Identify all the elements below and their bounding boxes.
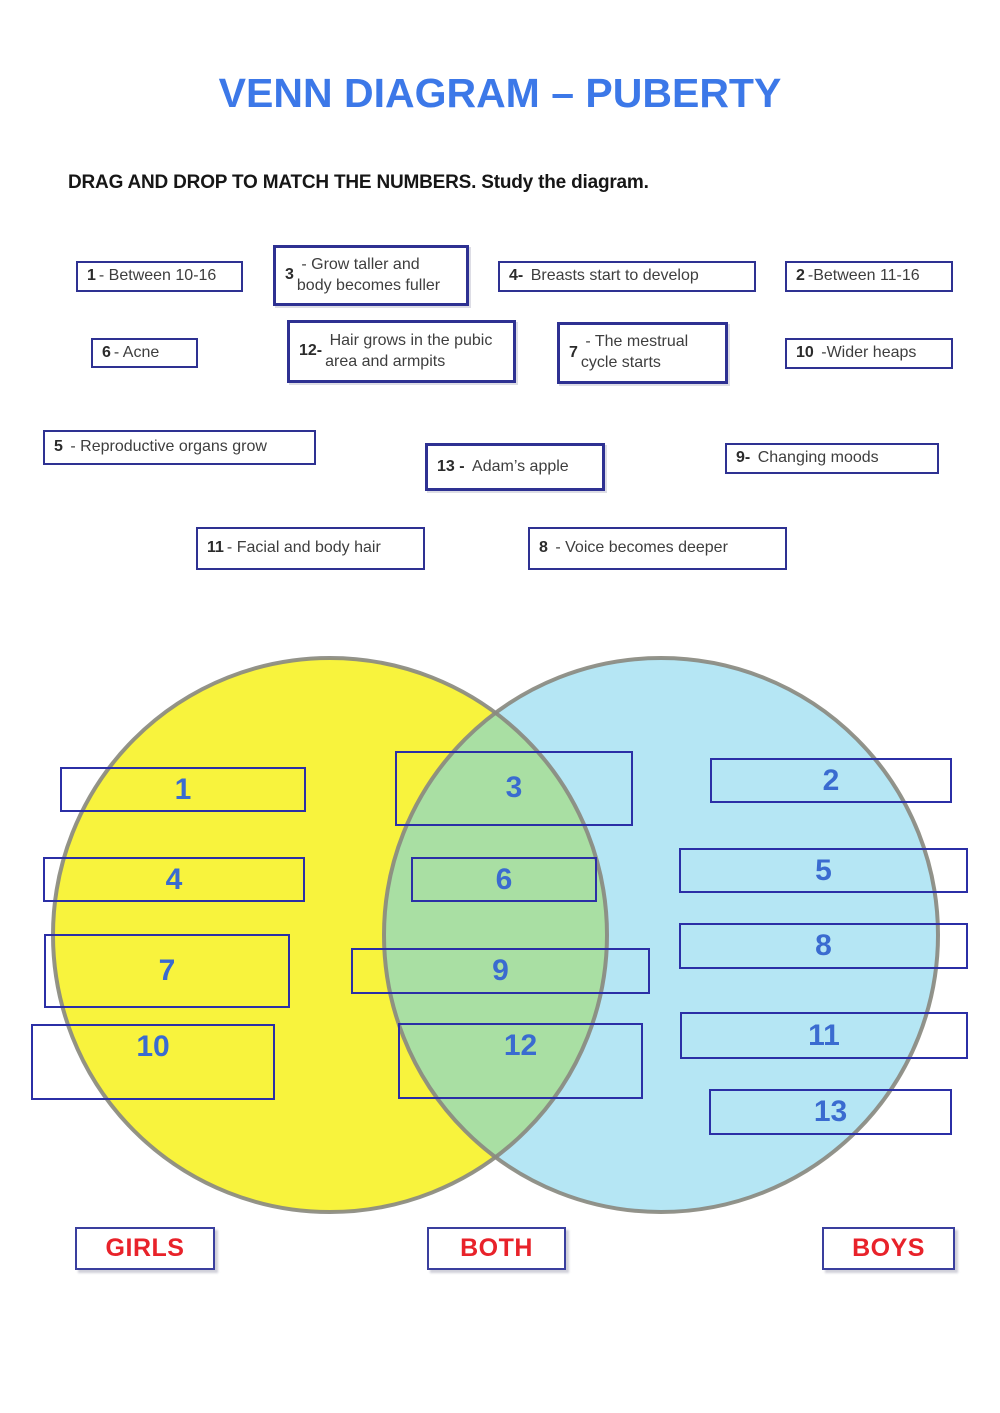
drop-box-5[interactable]: 5 bbox=[679, 848, 968, 893]
venn-diagram bbox=[51, 656, 940, 1214]
page-title: VENN DIAGRAM – PUBERTY bbox=[218, 70, 782, 116]
label-number: 7 bbox=[569, 343, 578, 361]
label-11-facial-body-hair[interactable]: 11- Facial and body hair bbox=[196, 527, 425, 570]
drop-box-11[interactable]: 11 bbox=[680, 1012, 968, 1059]
label-3-grow-taller[interactable]: 3 - Grow taller and body becomes fuller bbox=[273, 245, 469, 306]
label-number: 1 bbox=[87, 267, 96, 285]
label-number: 2 bbox=[796, 267, 805, 285]
label-8-voice-deeper[interactable]: 8 - Voice becomes deeper bbox=[528, 527, 787, 570]
label-text: Breasts start to develop bbox=[526, 267, 699, 285]
drop-box-12[interactable]: 12 bbox=[398, 1023, 643, 1099]
label-text: Hair grows in the pubic area and armpits bbox=[325, 331, 497, 370]
label-number: 11 bbox=[207, 539, 224, 557]
label-number: 13 - bbox=[437, 457, 465, 475]
label-number: 12- bbox=[299, 342, 323, 360]
label-number: 4- bbox=[509, 267, 524, 285]
label-text: Changing moods bbox=[753, 449, 879, 467]
label-7-mestrual-cycle[interactable]: 7 - The mestrual cycle starts bbox=[557, 322, 728, 384]
label-text: - The mestrual cycle starts bbox=[580, 333, 693, 371]
drop-box-1[interactable]: 1 bbox=[60, 767, 306, 812]
label-5-reproductive-organs[interactable]: 5 - Reproductive organs grow bbox=[43, 430, 316, 465]
label-13-adams-apple[interactable]: 13 - Adam’s apple bbox=[425, 443, 605, 491]
label-number: 5 bbox=[54, 438, 63, 456]
label-text: Adam’s apple bbox=[467, 457, 569, 475]
label-4-breasts-develop[interactable]: 4- Breasts start to develop bbox=[498, 261, 756, 292]
both-overlap bbox=[384, 658, 607, 1212]
drop-box-6[interactable]: 6 bbox=[411, 857, 597, 902]
label-number: 9- bbox=[736, 449, 751, 467]
label-number: 6 bbox=[102, 343, 111, 361]
zone-label-boys: BOYS bbox=[822, 1227, 955, 1270]
label-text: - Reproductive organs grow bbox=[65, 438, 267, 456]
label-12-hair-grows[interactable]: 12- Hair grows in the pubic area and arm… bbox=[287, 320, 516, 383]
label-text: - Acne bbox=[113, 343, 160, 361]
label-2-between-11-16[interactable]: 2-Between 11-16 bbox=[785, 261, 953, 292]
label-text: - Facial and body hair bbox=[226, 539, 381, 557]
drop-box-7[interactable]: 7 bbox=[44, 934, 290, 1008]
label-1-between-10-16[interactable]: 1- Between 10-16 bbox=[76, 261, 243, 292]
drop-box-13[interactable]: 13 bbox=[709, 1089, 952, 1135]
drop-box-9[interactable]: 9 bbox=[351, 948, 650, 994]
label-text: -Between 11-16 bbox=[807, 267, 920, 285]
instruction-text: DRAG AND DROP TO MATCH THE NUMBERS. Stud… bbox=[68, 172, 649, 193]
drop-box-2[interactable]: 2 bbox=[710, 758, 952, 803]
label-text: - Grow taller and body becomes fuller bbox=[296, 255, 441, 294]
label-text: - Voice becomes deeper bbox=[550, 539, 728, 557]
zone-label-girls: GIRLS bbox=[75, 1227, 215, 1270]
label-10-wider-heaps[interactable]: 10 -Wider heaps bbox=[785, 338, 953, 369]
label-text: -Wider heaps bbox=[816, 344, 917, 362]
drop-box-10[interactable]: 10 bbox=[31, 1024, 275, 1100]
boys-circle-outline bbox=[382, 656, 940, 1214]
label-text: - Between 10-16 bbox=[98, 267, 217, 285]
label-number: 3 bbox=[285, 266, 294, 284]
drop-box-3[interactable]: 3 bbox=[395, 751, 633, 826]
zone-label-both: BOTH bbox=[427, 1227, 566, 1270]
label-6-acne[interactable]: 6- Acne bbox=[91, 338, 198, 368]
label-9-changing-moods[interactable]: 9- Changing moods bbox=[725, 443, 939, 474]
drop-box-4[interactable]: 4 bbox=[43, 857, 305, 902]
label-number: 8 bbox=[539, 539, 548, 557]
drop-box-8[interactable]: 8 bbox=[679, 923, 968, 969]
label-number: 10 bbox=[796, 344, 814, 362]
